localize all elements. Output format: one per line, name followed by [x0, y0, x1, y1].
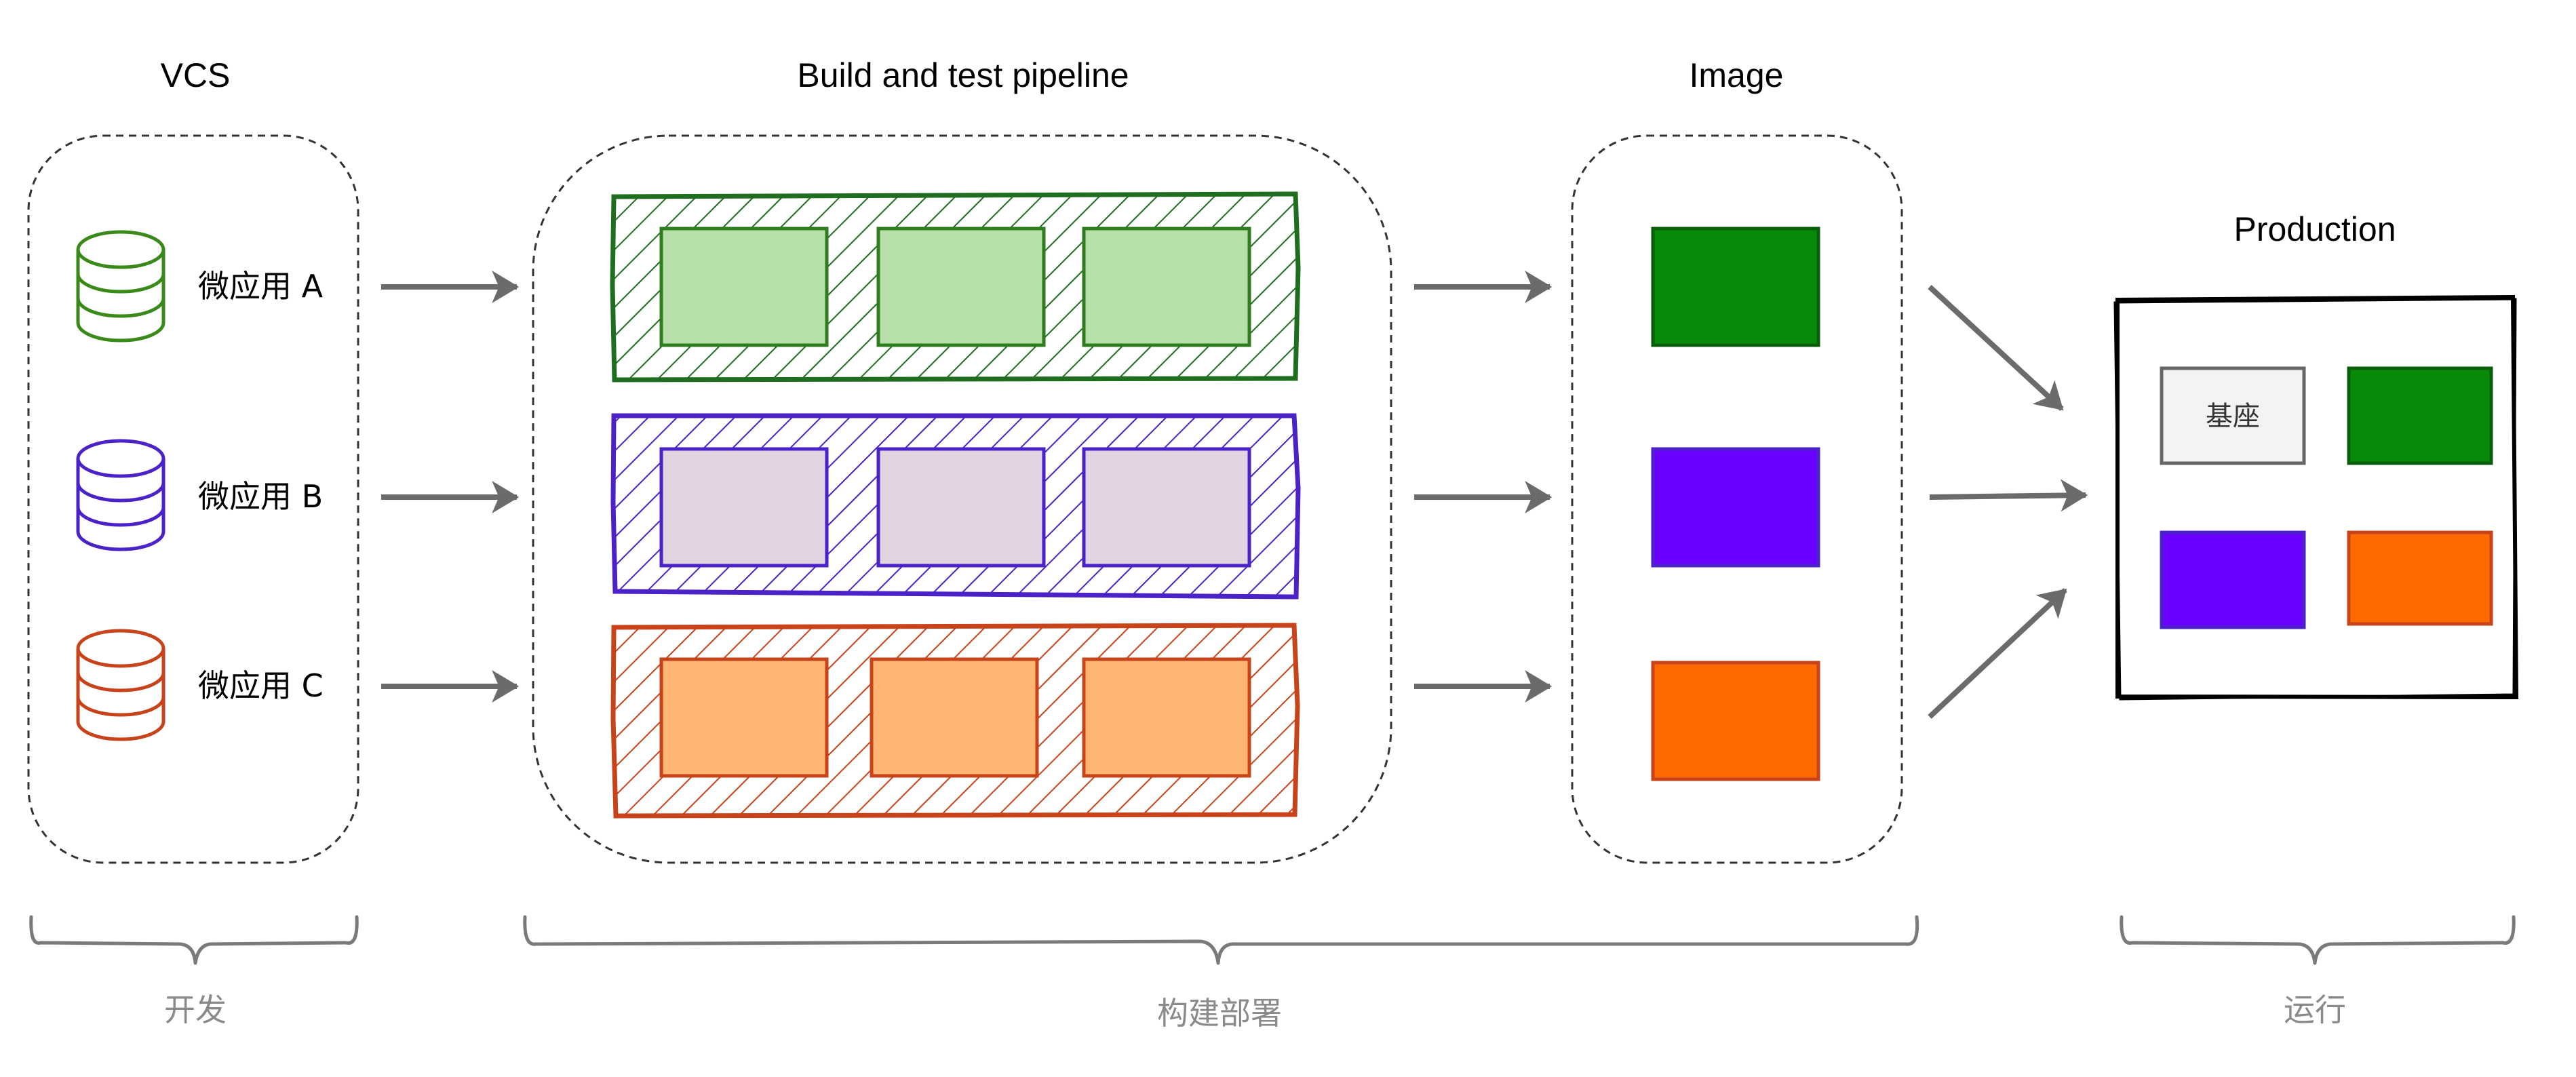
pipeline-stage — [659, 227, 829, 347]
database-icon — [76, 439, 165, 551]
production-image-purple — [2160, 530, 2306, 629]
repo-label: 微应用 B — [198, 478, 323, 515]
database-icon — [76, 230, 165, 342]
production-image-green — [2347, 366, 2493, 465]
repo-c: 微应用 C — [76, 629, 324, 741]
pipeline-row-a — [610, 191, 1301, 383]
pipeline-row-c — [610, 623, 1300, 819]
brace-run — [2120, 915, 2516, 965]
arrow-image-a-to-production — [1928, 285, 2064, 411]
brace-dev — [29, 915, 359, 965]
arrow-image-b-to-production — [1929, 479, 2088, 512]
production-frame-sketch — [2113, 298, 2517, 701]
image-a — [1651, 227, 1820, 347]
pipeline-stage — [870, 657, 1039, 778]
pipeline-row-b — [610, 413, 1301, 600]
vcs-group — [27, 134, 359, 864]
pipeline-stage — [876, 227, 1046, 347]
pipeline-stage — [1082, 227, 1251, 347]
pipeline-stage — [876, 447, 1046, 568]
phase-run-label: 运行 — [2284, 992, 2346, 1028]
repo-label: 微应用 A — [198, 268, 324, 305]
production-frame — [2115, 294, 2519, 700]
repo-label: 微应用 C — [198, 667, 324, 704]
production-image-orange — [2347, 530, 2493, 626]
repo-b: 微应用 B — [76, 439, 323, 551]
base-box — [2160, 366, 2306, 465]
production-box: 基座 — [2113, 294, 2519, 701]
base-label: 基座 — [2206, 401, 2260, 432]
image-title: Image — [1690, 56, 1784, 94]
pipeline-stage — [1082, 657, 1251, 778]
brace-build-deploy — [523, 915, 1919, 965]
phase-build-deploy-label: 构建部署 — [1157, 995, 1282, 1032]
pipeline-stage — [659, 447, 829, 568]
pipeline-stage — [1082, 447, 1251, 568]
phase-dev-label: 开发 — [164, 992, 227, 1028]
image-group — [1571, 134, 1903, 864]
arrow-image-c-to-production — [1928, 588, 2067, 719]
database-icon — [76, 629, 165, 741]
image-b — [1651, 447, 1820, 568]
pipeline-stage — [659, 657, 829, 778]
production-title: Production — [2233, 210, 2396, 248]
repo-a: 微应用 A — [76, 230, 324, 342]
pipeline-title: Build and test pipeline — [797, 56, 1129, 94]
vcs-title: VCS — [161, 56, 231, 94]
image-c — [1651, 661, 1820, 781]
